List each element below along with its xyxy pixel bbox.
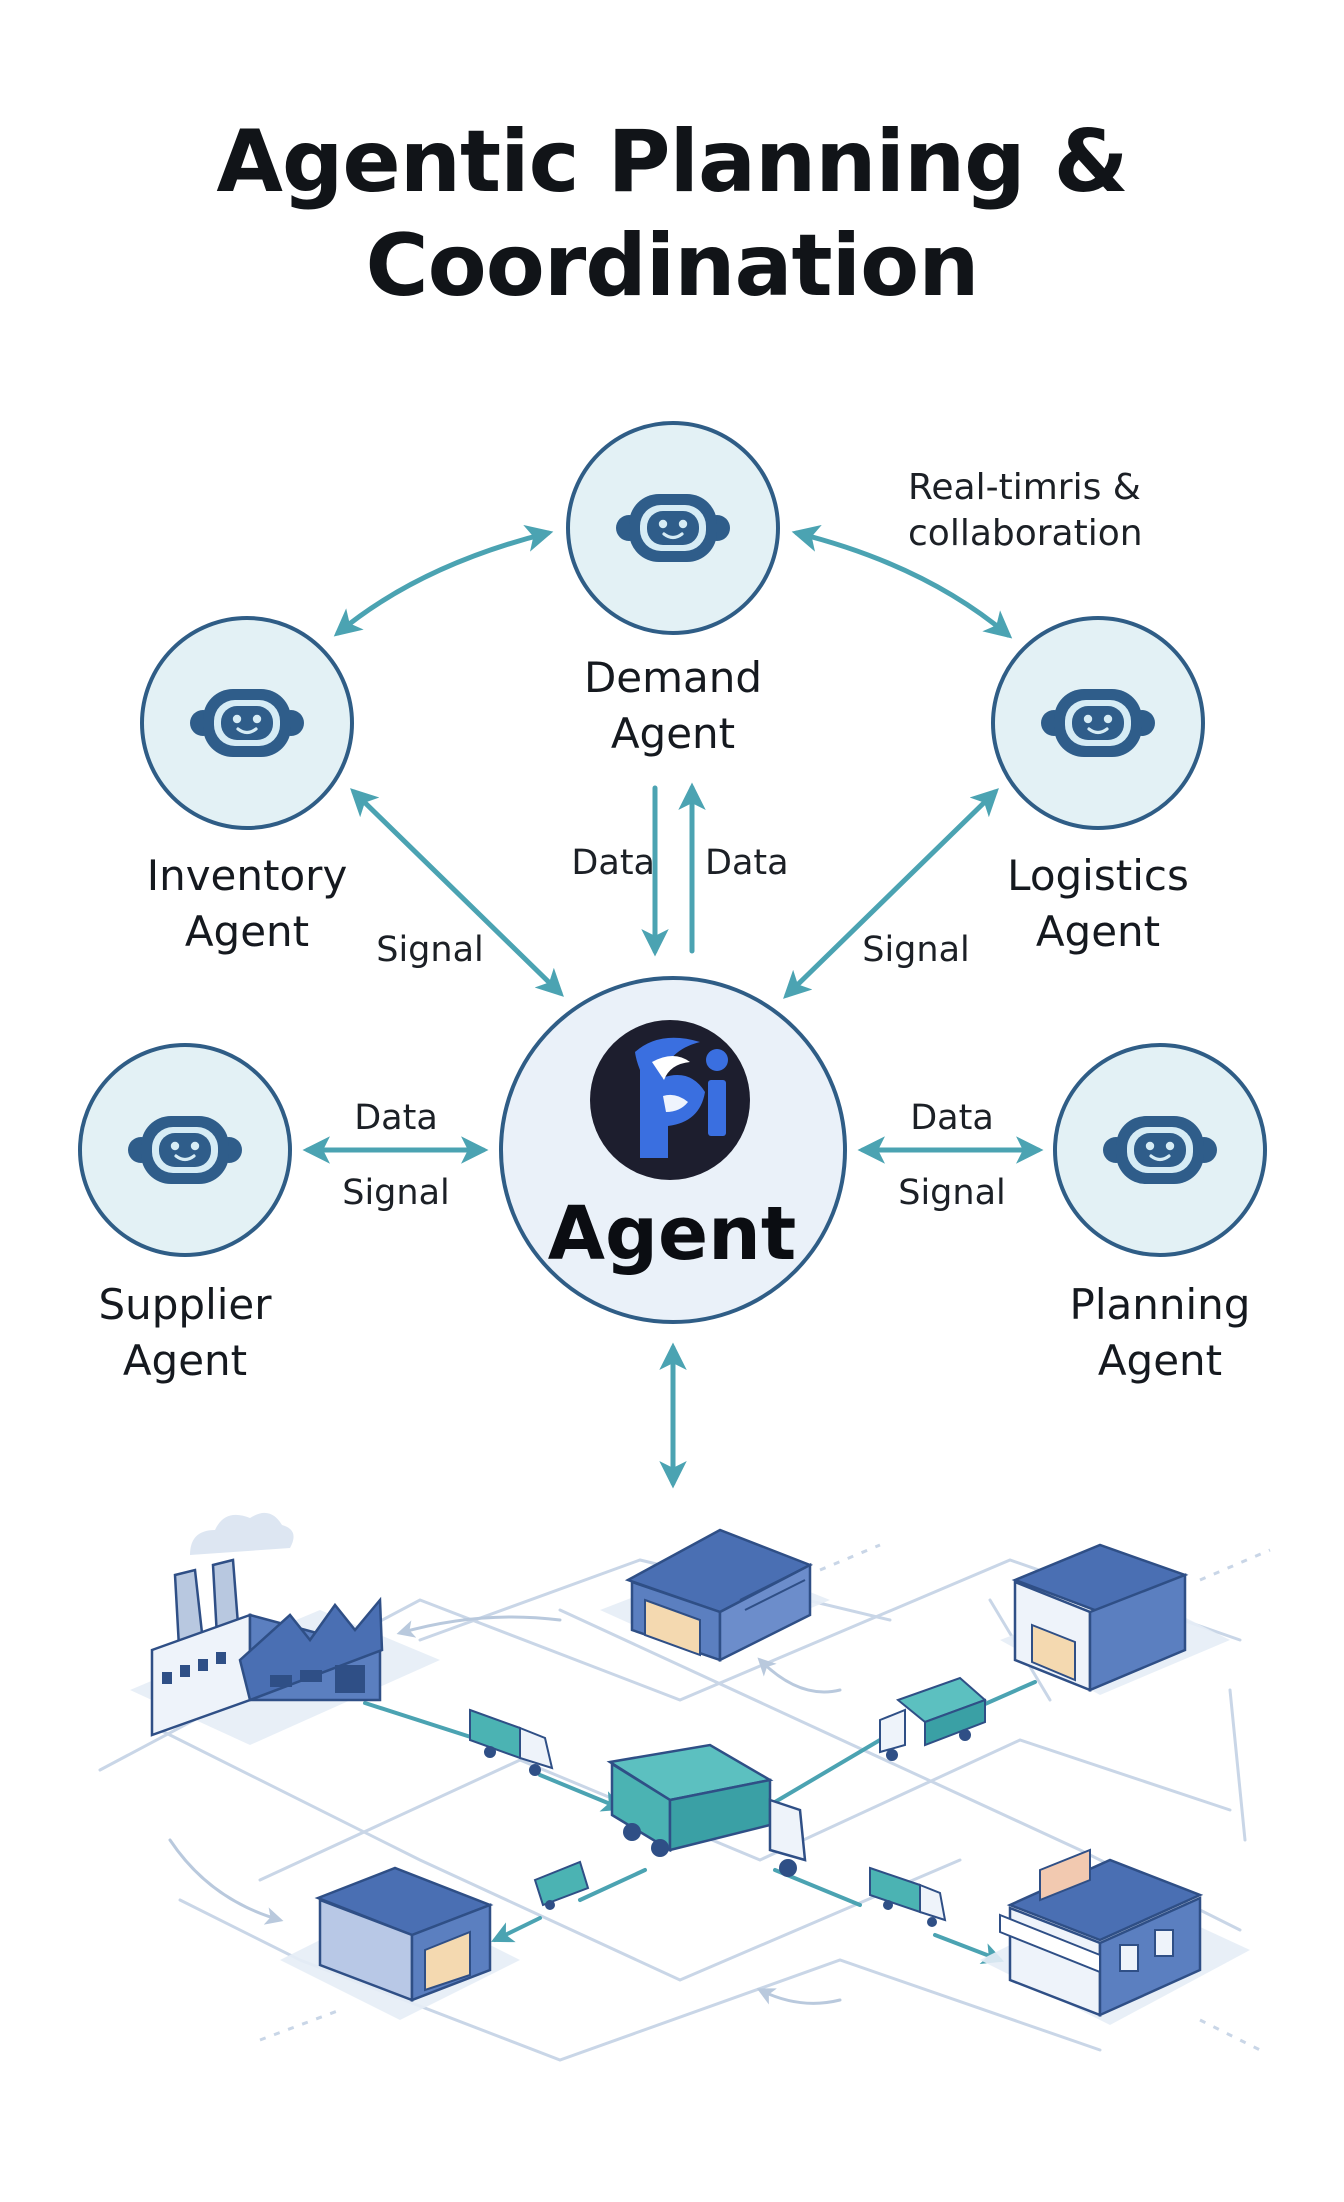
factory-icon <box>150 1512 384 1737</box>
edge-label-planning-data: Data <box>910 1098 994 1138</box>
supplier-agent-line-2: Agent <box>122 1336 248 1385</box>
edge-label-supplier-signal: Signal <box>342 1173 450 1213</box>
logistics-agent-label: Logistics Agent <box>948 848 1248 960</box>
supplier-agent-line-1: Supplier <box>98 1280 272 1329</box>
edge-label-logistics-signal: Signal <box>862 930 970 970</box>
note-line-1: Real-timris & <box>908 467 1141 508</box>
inventory-agent-line-2: Agent <box>184 907 310 956</box>
supply-network <box>98 1512 1271 2062</box>
note-line-2: collaboration <box>908 513 1143 554</box>
arrow-logistics-hub <box>783 788 999 999</box>
demand-agent-line-2: Agent <box>610 709 736 758</box>
agent-node-inventory <box>140 616 354 830</box>
warehouse-icon <box>624 1528 814 1663</box>
truck-icon <box>469 1708 554 1776</box>
planning-agent-label: Planning Agent <box>1010 1277 1310 1389</box>
edge-label-demand-up: Data <box>705 843 789 883</box>
network-flows <box>363 1680 1037 1964</box>
logistics-agent-line-1: Logistics <box>1007 851 1189 900</box>
collaboration-note: Real-timris & collaboration <box>908 465 1143 557</box>
truck-icon <box>533 1860 590 1910</box>
edge-label-demand-down: Data <box>571 843 655 883</box>
agent-node-demand <box>566 421 780 635</box>
title-line-2: Coordination <box>365 216 980 316</box>
agent-node-planning <box>1053 1043 1267 1257</box>
arrow-demand-inventory <box>333 525 554 637</box>
demand-agent-line-1: Demand <box>583 653 763 702</box>
warehouse-icon <box>314 1866 494 2002</box>
logistics-agent-line-2: Agent <box>1035 907 1161 956</box>
warehouse-icon <box>1011 1543 1189 1692</box>
store-icon <box>999 1848 1204 2017</box>
truck-icon <box>879 1676 987 1761</box>
inventory-agent-label: Inventory Agent <box>97 848 397 960</box>
truck-icon <box>869 1866 947 1927</box>
inventory-agent-line-1: Inventory <box>146 851 348 900</box>
page-title: Agentic Planning & Coordination <box>0 110 1344 318</box>
hub-agent-label: Agent <box>547 1191 797 1277</box>
demand-agent-label: Demand Agent <box>523 650 823 762</box>
planning-agent-line-1: Planning <box>1069 1280 1251 1329</box>
edge-label-planning-signal: Signal <box>898 1173 1006 1213</box>
agent-node-supplier <box>78 1043 292 1257</box>
agent-node-logistics <box>991 616 1205 830</box>
arrow-demand-logistics <box>791 525 1013 639</box>
supplier-agent-label: Supplier Agent <box>35 1277 335 1389</box>
edge-label-inventory-signal: Signal <box>376 930 484 970</box>
hub-node <box>499 976 847 1324</box>
edge-label-supplier-data: Data <box>354 1098 438 1138</box>
agent-connectors <box>302 525 1044 1489</box>
arrow-inventory-hub <box>350 788 564 997</box>
planning-agent-line-2: Agent <box>1097 1336 1223 1385</box>
truck-icon <box>606 1743 807 1877</box>
pi-fox-logo-icon <box>590 1020 750 1180</box>
network-roads <box>98 1558 1247 2062</box>
title-line-1: Agentic Planning & <box>216 112 1128 212</box>
